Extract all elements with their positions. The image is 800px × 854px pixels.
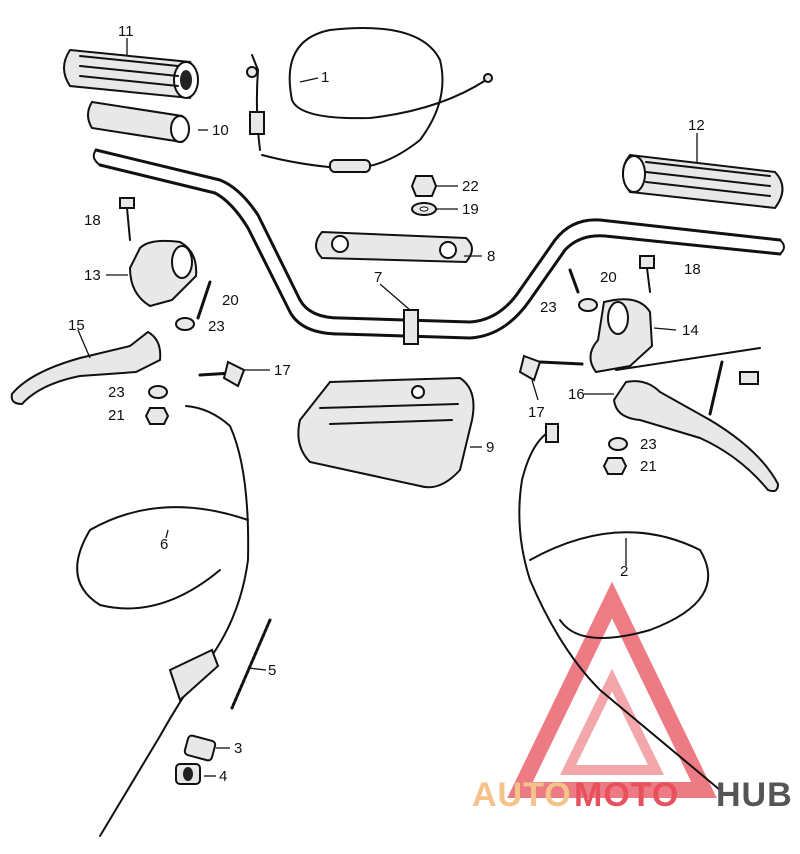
washer-right-upper — [578, 298, 598, 312]
watermark-logo — [507, 581, 717, 798]
cap-nut — [410, 175, 438, 197]
left-lever-bracket — [128, 239, 198, 308]
callout-4: 4 — [219, 768, 227, 785]
callout-17-right: 17 — [528, 404, 545, 421]
callout-8: 8 — [487, 248, 495, 265]
bolt-right — [639, 255, 655, 293]
callout-22: 22 — [462, 178, 479, 195]
callout-15: 15 — [68, 317, 85, 334]
washer-top — [411, 202, 437, 216]
handlebar — [92, 148, 785, 345]
callout-23-left-upper: 23 — [208, 318, 225, 335]
watermark-triangle-outer — [507, 581, 717, 798]
lower-holder — [297, 376, 475, 489]
callout-20-left: 20 — [222, 292, 239, 309]
callout-9: 9 — [486, 439, 494, 456]
left-grip — [63, 48, 199, 100]
callout-1: 1 — [321, 69, 329, 86]
leader-lines — [77, 38, 698, 777]
right-lever — [612, 347, 780, 493]
adjuster-sleeve — [183, 734, 217, 762]
clutch-cable — [76, 405, 250, 837]
spring — [230, 618, 272, 710]
adjuster-left — [198, 360, 246, 388]
callout-3: 3 — [234, 740, 242, 757]
callout-23-left-lower: 23 — [108, 384, 125, 401]
right-lever-bracket — [589, 298, 654, 374]
brake-cable — [518, 423, 721, 791]
callout-13: 13 — [84, 267, 101, 284]
washer-left-upper — [175, 317, 195, 331]
callout-20-right: 20 — [600, 269, 617, 286]
right-grip — [622, 153, 784, 210]
adjuster-right — [518, 354, 584, 382]
washer-right-lower — [608, 437, 628, 451]
callout-21-left: 21 — [108, 407, 125, 424]
callout-2: 2 — [620, 563, 628, 580]
watermark-part-moto: MOTO — [574, 776, 679, 814]
pivot-bolt-right — [568, 268, 580, 294]
callout-10: 10 — [212, 122, 229, 139]
callout-16: 16 — [568, 386, 585, 403]
callout-18-right: 18 — [684, 261, 701, 278]
adjuster-nut — [175, 763, 201, 785]
callout-14: 14 — [682, 322, 699, 339]
callout-23-right-upper: 23 — [540, 299, 557, 316]
pivot-bolt-left — [196, 280, 212, 320]
watermark-part-auto: AUTO — [472, 776, 572, 814]
watermark-part-hub: HUB — [716, 776, 793, 814]
callout-labels: 1 2 3 4 5 6 7 8 9 10 11 12 13 14 15 16 1… — [68, 23, 705, 785]
grip-sleeve — [87, 100, 190, 144]
washer-left-lower — [148, 385, 168, 399]
callout-7: 7 — [374, 269, 382, 286]
callout-17-left: 17 — [274, 362, 291, 379]
watermark-text: AUTO MOTO HUB — [472, 776, 793, 814]
bolt-left — [119, 197, 135, 241]
nut-right — [602, 457, 628, 475]
callout-12: 12 — [688, 117, 705, 134]
nut-left — [144, 407, 170, 425]
callout-21-right: 21 — [640, 458, 657, 475]
callout-6: 6 — [160, 536, 168, 553]
throttle-cable — [246, 27, 493, 173]
watermark-triangle-inner — [559, 668, 665, 775]
callout-18-left: 18 — [84, 212, 101, 229]
upper-holder — [315, 230, 473, 264]
callout-23-right-lower: 23 — [640, 436, 657, 453]
callout-11: 11 — [118, 23, 134, 40]
callout-19: 19 — [462, 201, 479, 218]
callout-5: 5 — [268, 662, 276, 679]
left-lever — [10, 330, 162, 406]
